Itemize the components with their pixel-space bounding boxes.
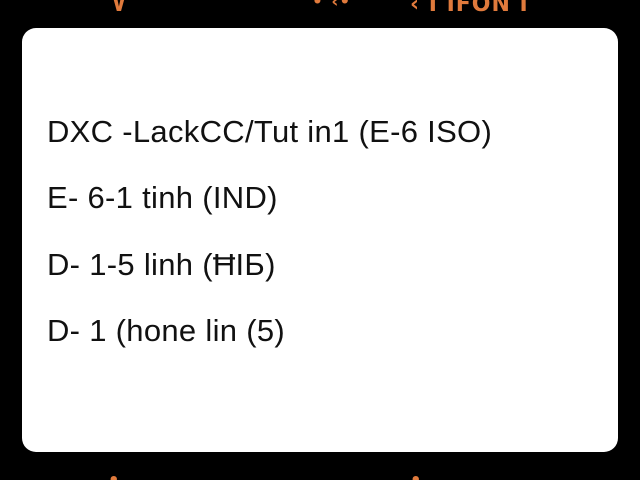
bottom-indicator-right: • (410, 472, 422, 480)
status-indicator-middle: •‘‹• (312, 0, 352, 12)
info-line-4: D- 1 (hone lin (5) (47, 313, 285, 348)
status-indicator-right: ‹ I IFON I (410, 0, 529, 17)
info-line-1: DXC -LackCC/Tut in1 (E-6 ISO) (47, 114, 493, 149)
info-display-panel: DXC -LackCC/Tut in1 (E-6 ISO) E- 6-1 tin… (22, 28, 618, 452)
bottom-indicator-left: • (108, 472, 120, 480)
info-line-2: E- 6-1 tinh (IND) (47, 180, 278, 215)
top-status-bar: ∨ •‘‹• ‹ I IFON I (0, 0, 640, 26)
info-line-3: D- 1-5 linh (ĦIБ) (47, 247, 276, 282)
status-indicator-left: ∨ (110, 0, 128, 17)
